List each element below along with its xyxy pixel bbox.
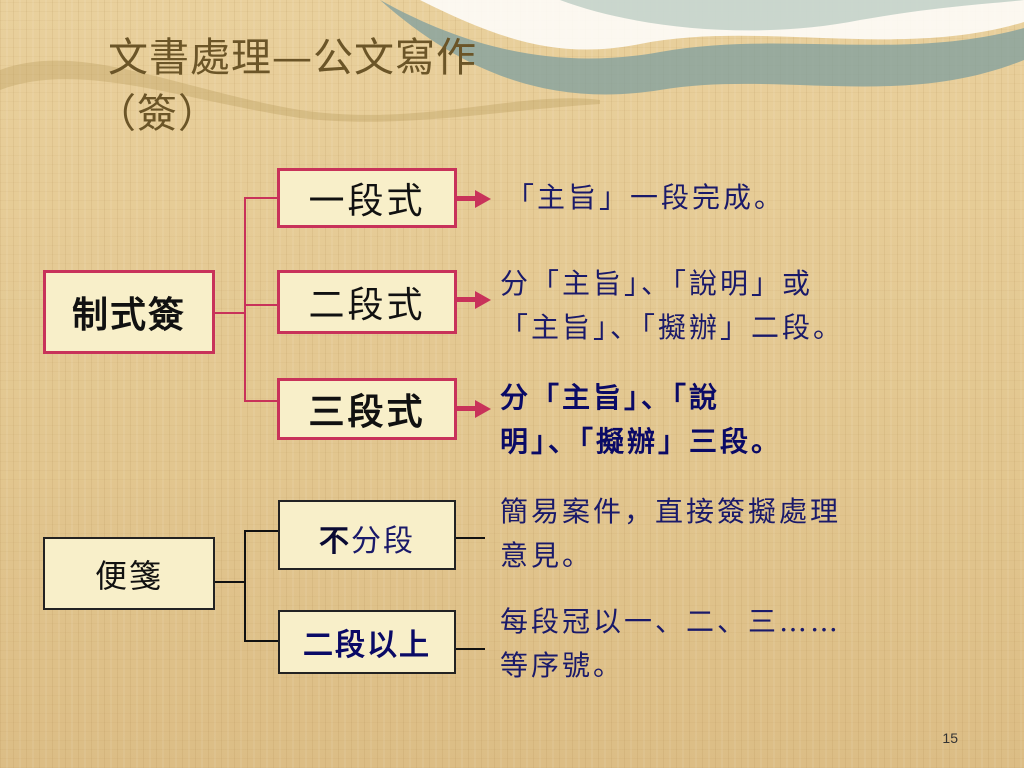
- arrow-shaft: [457, 297, 477, 302]
- arrow-right-icon: [475, 190, 491, 208]
- connector: [455, 537, 485, 539]
- desc-line: 簡易案件，直接簽擬處理: [500, 495, 842, 528]
- three-section-box: 三段式: [277, 378, 457, 440]
- no-section-label-bold: 不: [319, 524, 351, 559]
- memo-label: 便箋: [94, 556, 163, 595]
- connector: [244, 197, 246, 401]
- formal-sign-label: 制式簽: [71, 294, 186, 336]
- arrow-right-icon: [475, 291, 491, 309]
- desc-line: 分「主旨」、「說: [500, 381, 721, 414]
- desc-line: 「主旨」一段完成。: [506, 181, 786, 214]
- desc-line: 分「主旨」、「說明」或: [500, 267, 814, 300]
- three-section-label: 三段式: [308, 391, 426, 433]
- memo-box: 便箋: [43, 537, 215, 610]
- no-section-box: 不分段: [278, 500, 456, 570]
- connector: [244, 530, 246, 642]
- one-section-box: 一段式: [277, 168, 457, 228]
- connector: [244, 530, 279, 532]
- two-plus-section-box: 二段以上: [278, 610, 456, 674]
- desc-line: 等序號。: [500, 649, 625, 682]
- no-section-desc: 簡易案件，直接簽擬處理 意見。: [500, 490, 841, 578]
- page-number: 15: [942, 730, 958, 746]
- arrow-shaft: [457, 406, 477, 411]
- connector: [244, 640, 279, 642]
- one-section-desc: 「主旨」一段完成。: [506, 176, 785, 220]
- connector: [455, 648, 485, 650]
- desc-line: 意見。: [500, 539, 594, 572]
- connector: [244, 400, 279, 402]
- decorative-wave: [0, 0, 1024, 122]
- two-plus-section-desc: 每段冠以一、二、三…… 等序號。: [500, 600, 841, 688]
- arrow-right-icon: [475, 400, 491, 418]
- two-section-label: 二段式: [308, 285, 426, 326]
- title-line-2: （簽）: [96, 91, 219, 137]
- one-section-label: 一段式: [308, 181, 426, 222]
- connector: [244, 304, 279, 306]
- formal-sign-box: 制式簽: [43, 270, 215, 354]
- no-section-label: 分段: [351, 524, 415, 559]
- arrow-shaft: [457, 196, 477, 201]
- two-section-desc: 分「主旨」、「說明」或 「主旨」、「擬辦」二段。: [500, 262, 844, 350]
- connector: [214, 581, 246, 583]
- title-line-1: 文書處理—公文寫作: [108, 35, 477, 81]
- two-plus-section-label: 二段以上: [303, 628, 431, 663]
- page-title: 文書處理—公文寫作 （簽）: [96, 30, 477, 142]
- three-section-desc: 分「主旨」、「說 明」、「擬辦」三段。: [500, 376, 782, 464]
- desc-line: 「主旨」、「擬辦」二段。: [500, 311, 845, 344]
- desc-line: 明」、「擬辦」三段。: [500, 425, 783, 458]
- desc-line: 每段冠以一、二、三……: [500, 605, 842, 638]
- connector: [244, 197, 279, 199]
- connector: [214, 312, 246, 314]
- two-section-box: 二段式: [277, 270, 457, 334]
